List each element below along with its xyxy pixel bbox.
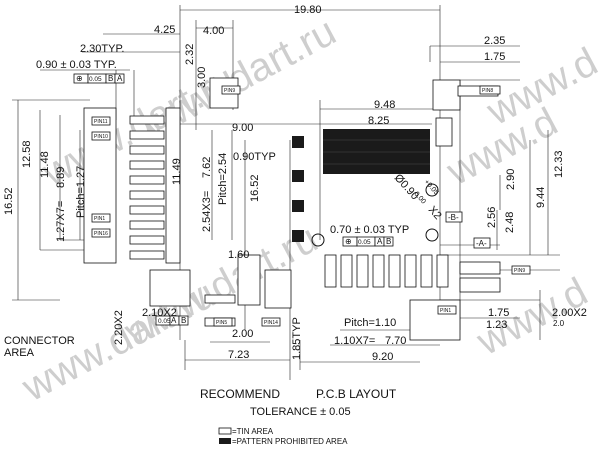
fcf-datum-b: B — [386, 237, 391, 246]
fcf-tolerance: 0.05 — [158, 318, 171, 325]
pin-label: PIN1 — [94, 216, 105, 222]
datum-b: -B- — [448, 213, 459, 222]
fcf-bottom-left: 0.05 A B — [155, 315, 189, 326]
notes: CONNECTOR AREA RECOMMEND P.C.B LAYOUT TO… — [4, 335, 397, 446]
dim-8-89: 8.89 — [55, 167, 67, 188]
dim-9-48: 9.48 — [374, 99, 395, 111]
pin-label: PIN11 — [94, 119, 108, 125]
dim-4-00: 4.00 — [203, 25, 224, 37]
datum-a: -A- — [476, 239, 487, 248]
mounting-holes — [311, 183, 439, 247]
dim-16-52-left: 16.52 — [3, 187, 15, 215]
dim-0-90-tol: 0.90 ± 0.03 TYP. — [36, 59, 117, 71]
dim-2-48: 2.48 — [504, 212, 516, 233]
dim-2-32: 2.32 — [184, 44, 196, 65]
fcf-symbol: ⊕ — [76, 74, 83, 83]
title-pcb-layout: P.C.B LAYOUT — [316, 387, 397, 401]
dim-2-0: 2.0 — [553, 319, 565, 328]
legend-tin-label: =TIN AREA — [232, 427, 274, 436]
dim-0-90typ: 0.90TYP — [233, 151, 276, 163]
legend-tin-swatch — [218, 427, 232, 435]
fcf-datum-a: A — [377, 237, 383, 246]
dim-11-49: 11.49 — [171, 158, 183, 185]
dim-1-23: 1.23 — [486, 319, 507, 331]
bottom-pad-row — [324, 254, 501, 341]
fcf-datum-a: A — [171, 316, 177, 325]
dim-12-58: 12.58 — [21, 140, 33, 168]
title-recommend: RECOMMEND — [200, 387, 280, 401]
dim-1-10x7: 1.10X7= — [334, 335, 375, 347]
pin-label: PIN16 — [94, 231, 108, 237]
dim-overall-width: 19.80 — [294, 4, 322, 16]
fcf-tolerance: 0.05 — [89, 76, 102, 83]
dim-4-25: 4.25 — [154, 24, 175, 36]
dim-2-20x2: 2.20X2 — [113, 310, 125, 345]
fcf-tolerance: 0.05 — [358, 239, 371, 246]
left-pad-column — [83, 107, 181, 264]
dim-2-00: 2.00 — [232, 328, 253, 340]
dim-9-00: 9.00 — [232, 122, 253, 134]
mid-pads — [292, 136, 304, 242]
dim-8-25: 8.25 — [368, 115, 389, 127]
dim-11-48: 11.48 — [39, 151, 51, 178]
fcf-symbol: ⊕ — [345, 237, 352, 246]
pin-label: PIN10 — [94, 134, 108, 140]
dim-2-00x2: 2.00X2 — [552, 307, 587, 319]
dim-0-70-tol: 0.70 ± 0.03 TYP — [330, 224, 409, 236]
dim-12-33: 12.33 — [553, 150, 565, 178]
dim-2-54x3: 2.54X3= — [201, 191, 213, 232]
dim-1-85typ: 1.85TYP — [291, 317, 303, 360]
fcf-top-left: ⊕ 0.05 B A — [73, 73, 125, 84]
pin-label: PIN9 — [224, 88, 235, 94]
fcf-datum-b: B — [181, 316, 186, 325]
dim-7-70: 7.70 — [385, 335, 406, 347]
dim-1-75-top: 1.75 — [484, 51, 505, 63]
pin-labels: PIN8 PIN9 PIN11 PIN10 PIN1 PIN16 PIN5 PI… — [91, 85, 531, 327]
dim-pitch-1-10: Pitch=1.10 — [344, 317, 396, 329]
legend: =TIN AREA =PATTERN PROHIBITED AREA — [218, 427, 348, 446]
pin-label: PIN9 — [514, 268, 525, 274]
fcf-mid: ⊕ 0.05 A B — [342, 236, 394, 247]
tolerance-note: TOLERANCE ± 0.05 — [250, 406, 351, 418]
dim-9-20: 9.20 — [372, 351, 393, 363]
dim-2-35: 2.35 — [484, 35, 505, 47]
dim-3-00: 3.00 — [196, 67, 208, 88]
dim-7-62: 7.62 — [201, 157, 213, 178]
dim-16-52-mid: 16.52 — [249, 174, 261, 202]
dim-9-44: 9.44 — [535, 187, 547, 208]
dim-pitch-1-27: Pitch=1.27 — [75, 166, 87, 218]
dim-x2: X2 — [426, 204, 444, 222]
dim-phi-tol-up: +0.05 — [423, 179, 440, 197]
dim-2-30typ: 2.30TYP. — [80, 43, 124, 55]
fcf-datum-b: B — [108, 74, 113, 83]
pin-label: PIN5 — [216, 320, 227, 326]
pin-label: PIN8 — [482, 88, 493, 94]
dim-2-56: 2.56 — [486, 207, 498, 228]
fcf-datum-a: A — [117, 74, 123, 83]
dim-7-23: 7.23 — [228, 349, 249, 361]
dim-2-90: 2.90 — [505, 169, 517, 190]
dim-1-27x7: 1.27X7= — [55, 201, 67, 242]
datum-frames: -A- -B- ⊕ 0.05 B A ⊕ 0.05 A B 0. — [73, 73, 491, 326]
pin-label: PIN1 — [440, 308, 451, 314]
dim-1-60: 1.60 — [228, 249, 249, 261]
connector-area-label-2: AREA — [4, 347, 35, 359]
prohibited-area-top — [323, 79, 461, 174]
dim-pitch-2-54: Pitch=2.54 — [217, 153, 229, 205]
legend-prohibited-swatch — [219, 438, 231, 444]
dim-1-75-bot: 1.75 — [488, 307, 509, 319]
pin-label: PIN14 — [264, 320, 278, 326]
connector-area-label: CONNECTOR — [4, 335, 75, 347]
legend-prohibited-label: =PATTERN PROHIBITED AREA — [232, 437, 348, 446]
